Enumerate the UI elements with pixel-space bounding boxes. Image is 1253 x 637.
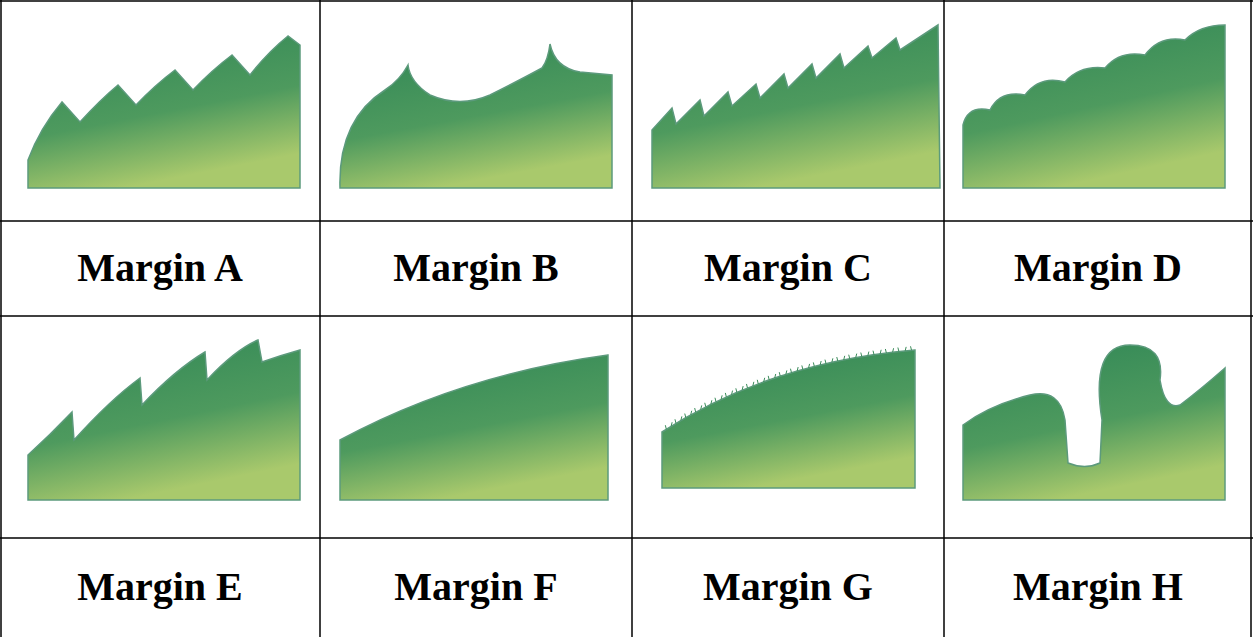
cilium	[768, 376, 769, 380]
cell-label: Margin D	[1014, 248, 1182, 288]
cell-label: Margin B	[393, 248, 559, 288]
cilium	[868, 352, 869, 356]
dentate-leaf	[28, 340, 300, 500]
cilium	[779, 372, 780, 376]
cilium	[849, 355, 850, 359]
cilium	[736, 388, 737, 392]
cilium	[757, 380, 758, 384]
cilium	[820, 361, 821, 365]
cell-label: Margin F	[394, 567, 557, 607]
cilium	[705, 403, 706, 407]
cilium	[711, 400, 712, 404]
cilium	[725, 393, 726, 397]
cilium	[844, 356, 845, 360]
cell-label: Margin E	[77, 567, 243, 607]
cilium	[753, 382, 754, 386]
cilium	[825, 360, 826, 364]
cilium	[685, 414, 686, 418]
cilium	[775, 374, 776, 378]
cilia-hairs	[665, 346, 911, 429]
cilium	[786, 370, 787, 374]
cilium	[885, 349, 886, 353]
cilium	[701, 405, 702, 409]
cilium	[861, 353, 862, 357]
serrate-leaf	[28, 36, 300, 188]
cilium	[695, 408, 696, 412]
cilium	[905, 347, 906, 351]
cell-label: Margin A	[77, 248, 243, 288]
cilium	[856, 354, 857, 358]
cilium	[809, 364, 810, 368]
cilium	[671, 422, 672, 426]
cilium	[764, 378, 765, 382]
cilium	[880, 350, 881, 354]
cilium	[681, 416, 682, 420]
cilium	[873, 351, 874, 355]
spinose-leaf	[340, 44, 612, 188]
cilium	[746, 384, 747, 388]
cilium	[665, 425, 666, 429]
cell-label: Margin H	[1013, 567, 1183, 607]
cilium	[675, 419, 676, 423]
cilium	[721, 395, 722, 399]
cilium	[802, 365, 803, 369]
cilium	[813, 362, 814, 366]
cell-label: Margin C	[704, 248, 872, 288]
cilium	[691, 411, 692, 415]
cilium	[742, 386, 743, 390]
cilium	[893, 348, 894, 352]
cilium	[790, 369, 791, 373]
ciliate-leaf	[662, 350, 915, 488]
cilium	[797, 367, 798, 371]
cilium	[732, 391, 733, 395]
cilium	[911, 346, 912, 350]
entire-leaf	[340, 355, 608, 500]
serrulate-leaf	[652, 25, 940, 188]
lobed-leaf	[963, 345, 1225, 500]
cilium	[898, 348, 899, 352]
cilium	[715, 398, 716, 402]
crenate-leaf	[963, 25, 1225, 188]
cell-label: Margin G	[703, 567, 873, 607]
cilium	[832, 358, 833, 362]
cilium	[837, 357, 838, 361]
